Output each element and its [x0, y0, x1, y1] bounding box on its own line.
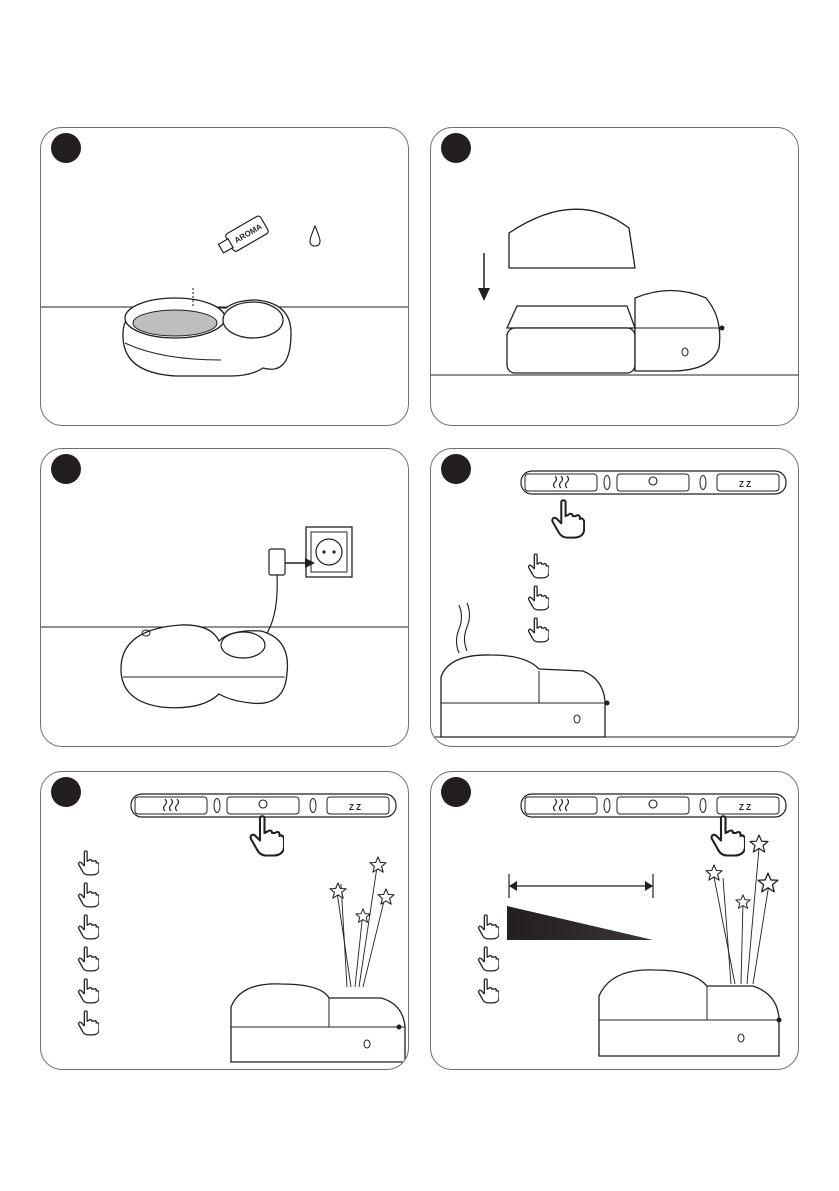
- sleep-zz-icon: Z Z: [739, 480, 751, 489]
- tap-hand-icon: [79, 851, 99, 875]
- tap-hand-icon: [479, 947, 499, 971]
- control-strip: Z Z: [521, 471, 786, 494]
- press-hand-icon: [552, 500, 584, 537]
- press-hand-icon: [251, 816, 284, 855]
- tap-hand-icon: [479, 915, 499, 939]
- star-icon: [356, 909, 370, 923]
- panel-projector-button: Z Z: [430, 771, 799, 1070]
- tap-hand-icon: [79, 947, 99, 971]
- panel-fill-water: AROMA: [40, 127, 409, 426]
- panel-light-button: Z Z: [40, 771, 409, 1070]
- cover-illustration: [431, 128, 799, 426]
- adapter-icon: [269, 549, 285, 575]
- star-icon: [378, 889, 394, 904]
- mist-illustration: Z Z: [431, 449, 799, 747]
- light-illustration: Z Z: [41, 772, 409, 1070]
- tap-hand-icon: [479, 979, 499, 1003]
- panel-plug-in: [40, 448, 409, 747]
- tap-hand-icon: [79, 1011, 99, 1035]
- tap-hand-icon: [529, 618, 549, 642]
- star-icon: [370, 857, 386, 872]
- tap-hand-icon: [529, 586, 549, 610]
- tap-hand-icon: [79, 883, 99, 907]
- sleep-zz-icon: Z Z: [739, 803, 751, 812]
- press-hand-icon: [712, 816, 745, 855]
- plug-illustration: [41, 449, 409, 747]
- tap-hand-icon: [529, 554, 549, 578]
- fade-wedge: [507, 906, 653, 940]
- arrow-down-icon: [478, 288, 490, 301]
- control-strip: Z Z: [131, 794, 396, 817]
- panel-attach-cover: [430, 127, 799, 426]
- panel-mist-button: Z Z: [430, 448, 799, 747]
- sleep-zz-icon: Z Z: [349, 803, 361, 812]
- tap-hand-icon: [79, 979, 99, 1003]
- control-strip: Z Z: [521, 794, 786, 817]
- tap-hand-icon: [79, 915, 99, 939]
- fill-illustration: AROMA: [41, 128, 409, 426]
- drop-icon: [310, 226, 320, 246]
- steam-icon: [457, 603, 470, 653]
- aroma-bottle: AROMA: [216, 215, 269, 257]
- projector-illustration: Z Z: [431, 772, 799, 1070]
